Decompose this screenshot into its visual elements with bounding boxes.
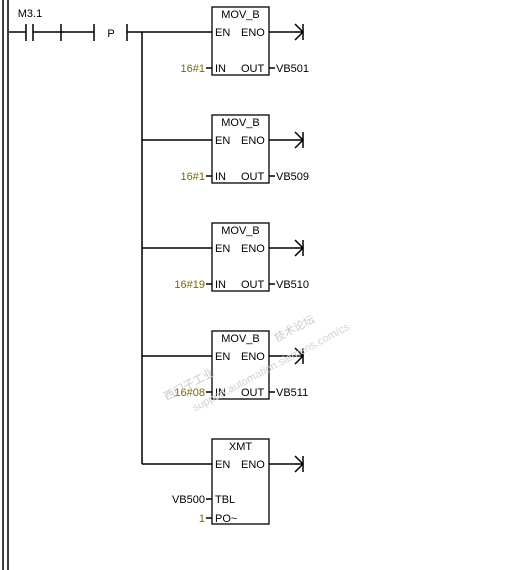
pin-eno: ENO	[241, 135, 265, 147]
mov-b-block-4[interactable]: MOV_B EN ENO IN OUT 16#08 VB511	[174, 330, 308, 400]
tbl-value: VB500	[172, 494, 205, 506]
pin-out: OUT	[241, 171, 265, 183]
pin-tbl: TBL	[215, 494, 235, 506]
pin-in: IN	[215, 63, 226, 75]
contact-m3-1[interactable]: M3.1	[9, 8, 61, 41]
in-value: 16#08	[174, 387, 205, 399]
edge-label: P	[107, 28, 114, 40]
out-value: VB509	[276, 171, 309, 183]
block-title: MOV_B	[221, 9, 260, 21]
xmt-block[interactable]: XMT EN ENO TBL PO~ VB500 1	[172, 438, 305, 525]
port-value: 1	[199, 513, 205, 525]
edge-detector-p[interactable]: P	[60, 24, 128, 41]
in-value: 16#1	[181, 171, 205, 183]
pin-port: PO~	[215, 513, 237, 525]
pin-en: EN	[215, 27, 230, 39]
pin-out: OUT	[241, 387, 265, 399]
pin-eno: ENO	[241, 243, 265, 255]
out-value: VB501	[276, 63, 309, 75]
mov-b-block-1[interactable]: MOV_B EN ENO IN OUT 16#1 VB501	[181, 6, 310, 76]
pin-en: EN	[215, 351, 230, 363]
pin-eno: ENO	[241, 459, 265, 471]
power-rail	[2, 0, 9, 570]
pin-in: IN	[215, 387, 226, 399]
pin-out: OUT	[241, 63, 265, 75]
out-value: VB511	[276, 387, 308, 399]
mov-b-block-3[interactable]: MOV_B EN ENO IN OUT 16#19 VB510	[174, 222, 309, 292]
pin-in: IN	[215, 171, 226, 183]
pin-eno: ENO	[241, 351, 265, 363]
pin-en: EN	[215, 135, 230, 147]
pin-out: OUT	[241, 279, 265, 291]
block-title: XMT	[229, 441, 253, 453]
pin-en: EN	[215, 459, 230, 471]
block-title: MOV_B	[221, 117, 260, 129]
mov-b-block-2[interactable]: MOV_B EN ENO IN OUT 16#1 VB509	[181, 114, 310, 184]
block-title: MOV_B	[221, 225, 260, 237]
watermark-line3: support.automation.siemens.com/cs	[191, 321, 353, 414]
pin-in: IN	[215, 279, 226, 291]
pin-en: EN	[215, 243, 230, 255]
contact-address: M3.1	[18, 8, 42, 20]
in-value: 16#1	[181, 63, 205, 75]
pin-eno: ENO	[241, 27, 265, 39]
branch-wires	[127, 31, 212, 465]
in-value: 16#19	[174, 279, 205, 291]
out-value: VB510	[276, 279, 309, 291]
block-title: MOV_B	[221, 333, 260, 345]
